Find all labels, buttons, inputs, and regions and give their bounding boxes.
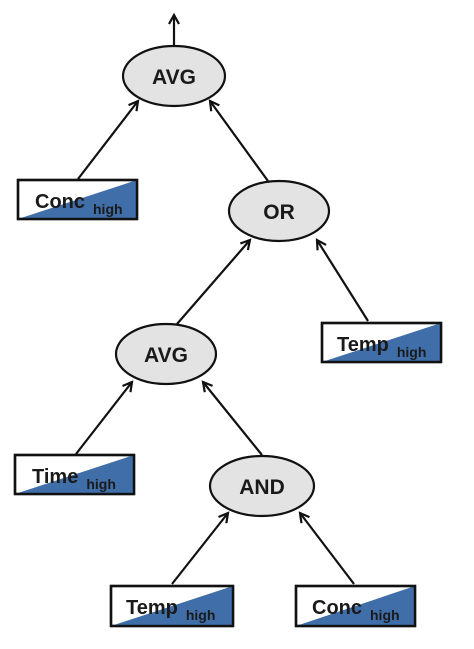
- node-and: AND: [208, 454, 316, 518]
- leaf-time-1: Time high: [13, 453, 136, 496]
- leaf-fill-triangle: [18, 180, 137, 219]
- leaf-fill-triangle: [296, 586, 415, 626]
- edge-conc-2-to-and: [300, 513, 355, 585]
- leaf-fill-triangle: [15, 455, 134, 494]
- edge-temp-2-to-and: [171, 513, 228, 585]
- edge-time-1-to-avg-mid: [75, 382, 132, 455]
- node-and-label: AND: [239, 476, 285, 499]
- node-avg-mid: AVG: [114, 322, 218, 386]
- edge-conc-1-to-avg-root: [77, 101, 138, 180]
- leaf-conc-1-label: Conc high: [35, 191, 123, 217]
- node-avg-root: AVG: [121, 44, 227, 108]
- node-or-label: OR: [263, 201, 295, 224]
- edge-avg-mid-to-or: [176, 240, 250, 325]
- leaf-temp-1-label: Temp high: [337, 334, 426, 360]
- leaf-temp-2-label: Temp high: [126, 597, 215, 623]
- node-avg-root-label: AVG: [152, 66, 196, 89]
- edge-and-to-avg-mid: [203, 382, 263, 456]
- node-or: OR: [227, 179, 331, 243]
- edge-temp-1-to-or: [317, 240, 369, 322]
- edge-or-to-avg-root: [210, 101, 269, 182]
- leaf-conc-1: Conc high: [16, 178, 139, 221]
- leaf-temp-2: Temp high: [109, 584, 235, 628]
- node-avg-mid-label: AVG: [144, 344, 188, 367]
- leaf-temp-1: Temp high: [320, 321, 443, 364]
- leaf-fill-triangle: [322, 323, 441, 362]
- leaf-conc-2: Conc high: [294, 584, 417, 628]
- leaf-time-1-label: Time high: [32, 466, 116, 492]
- leaf-conc-2-label: Conc high: [312, 597, 400, 623]
- leaf-fill-triangle: [111, 586, 233, 626]
